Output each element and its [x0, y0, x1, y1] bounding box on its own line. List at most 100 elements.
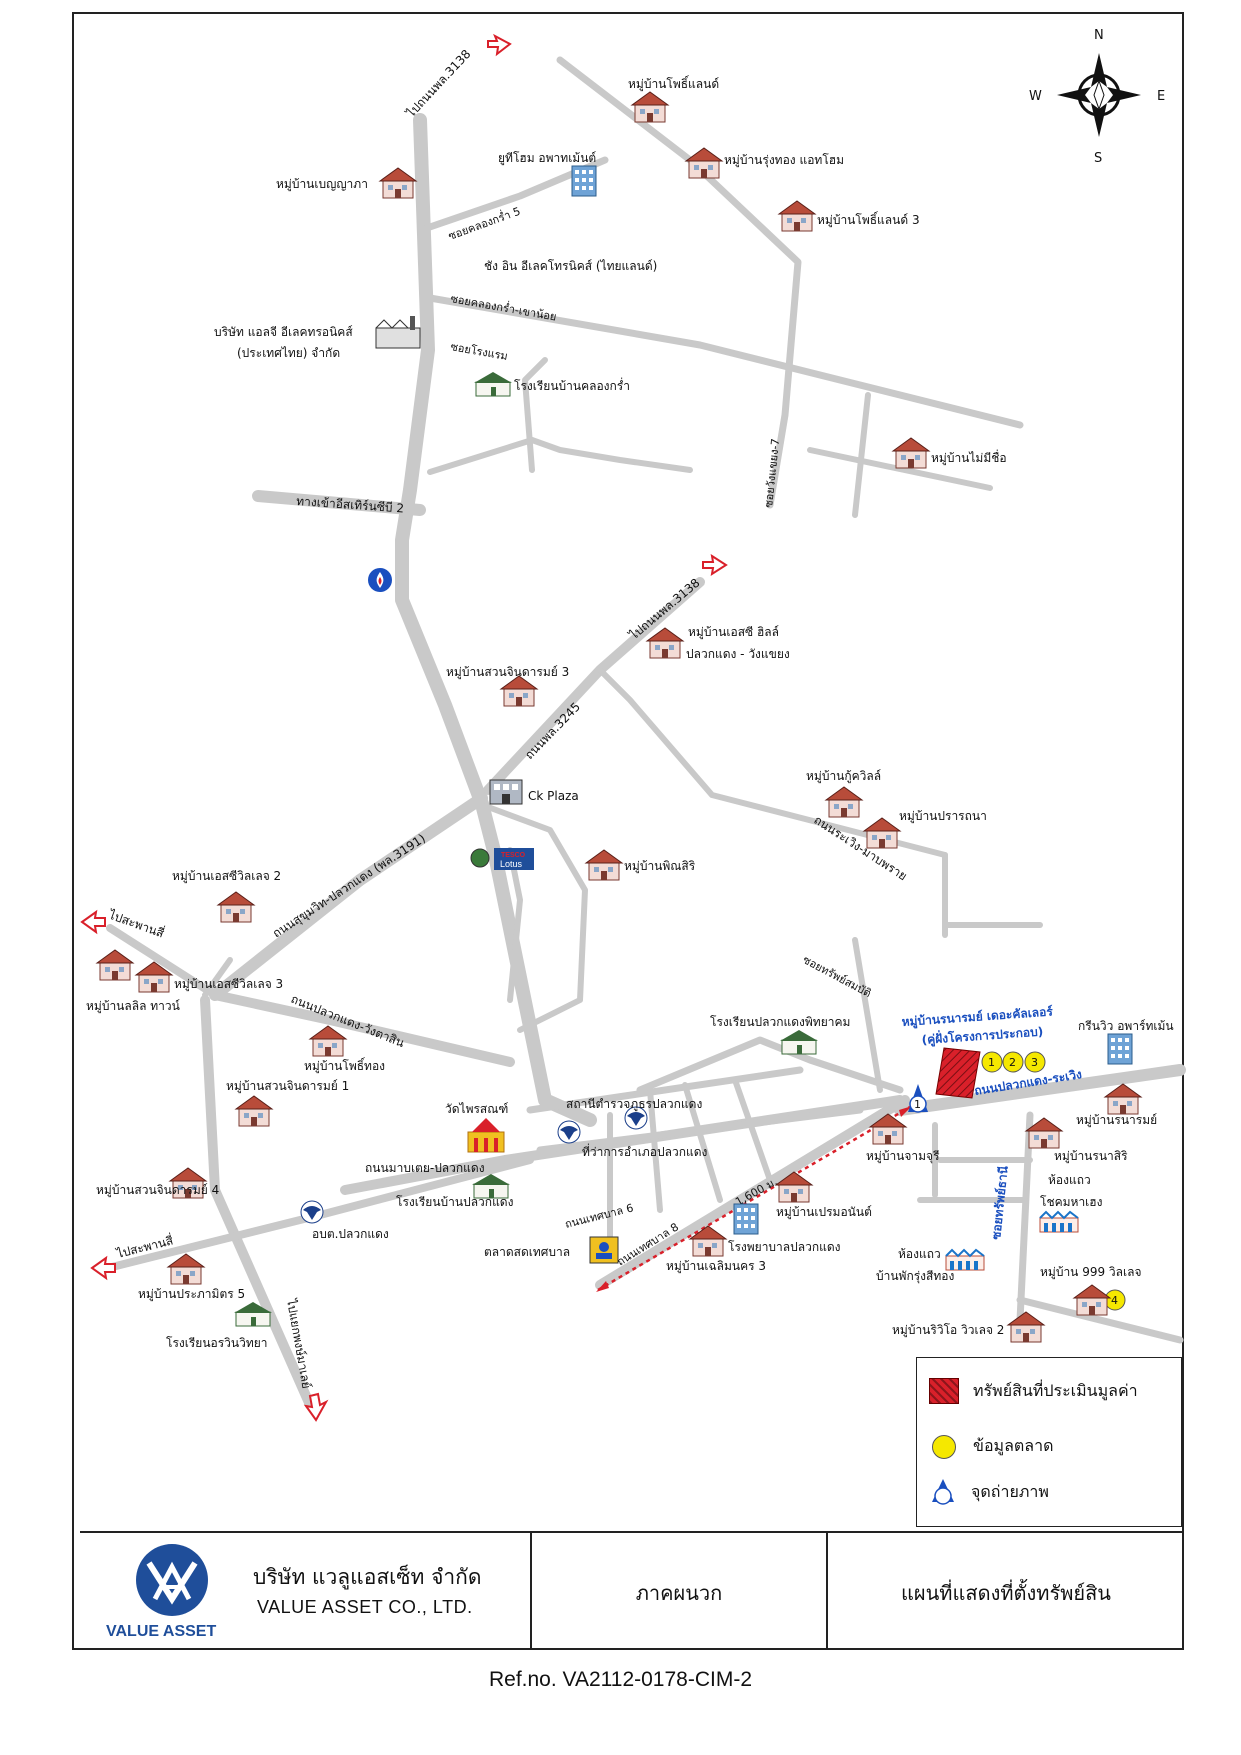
road-soi-sapthanee	[1016, 1111, 1034, 1324]
compass-rose: N S E W	[1029, 28, 1165, 166]
market-marker-4: 4	[1111, 1294, 1118, 1307]
lotus-label: Lotus	[500, 859, 523, 869]
road-label-soi-wangkhayaeng7: ซอยวังแขยง-7	[762, 438, 782, 508]
house-icon	[1104, 1083, 1142, 1115]
label-ranasiri: หมู่บ้านรนาสิริ	[1054, 1149, 1128, 1164]
value-asset-logo-icon	[136, 1544, 208, 1616]
hospital-icon	[733, 1203, 759, 1235]
road-west-main	[395, 113, 597, 1127]
road-uhome-north	[556, 56, 802, 509]
label-prattana: หมู่บ้านปรารถนา	[899, 809, 987, 824]
label-greenview: กรีนวิว อพาร์ทเม้น	[1078, 1019, 1174, 1033]
label-ranaramt: หมู่บ้านรนารมย์	[1076, 1113, 1157, 1128]
house-icon	[379, 167, 417, 199]
place-labels: หมู่บ้านโพธิ์แลนด์ ยูทีโฮม อพาทเม้นต์ หม…	[86, 75, 1174, 1350]
photo-point: 1	[908, 1084, 928, 1113]
apartment-icon	[1107, 1033, 1133, 1065]
label-pho-land: หมู่บ้านโพธิ์แลนด์	[628, 75, 719, 92]
market-icon	[589, 1236, 619, 1264]
label-ssc-village3: หมู่บ้านเอสซีวิลเลจ 3	[174, 977, 283, 992]
route-arrows	[80, 33, 728, 1422]
label-pho-land3: หมู่บ้านโพธิ์แลนด์ 3	[817, 211, 920, 228]
market-marker-3-bg	[1024, 1051, 1046, 1073]
road-thesaban8	[595, 1095, 910, 1290]
obt-emblem-icon	[300, 1200, 324, 1224]
road-label-thesaban6: ถนนเทศบาล 6	[564, 1201, 635, 1231]
house-icon	[1073, 1284, 1111, 1316]
label-riviera2: หมู่บ้านริวิโอ วิวเลจ 2	[892, 1323, 1004, 1338]
road-school-branch	[529, 437, 693, 473]
compass-needle	[1091, 53, 1107, 87]
road-town-1	[526, 1066, 804, 1114]
house-icon	[1007, 1311, 1045, 1343]
label-rungthong: หมู่บ้านรุ่งทอง แอทโฮม	[724, 153, 844, 168]
road-town-grid-c	[647, 1087, 663, 1213]
legend-row-market: ข้อมูลตลาด	[932, 1434, 1053, 1459]
road-label-eastern-seaboard2: ทางเข้าอีสเทิร์นซีบี 2	[296, 494, 405, 515]
house-icon	[309, 1025, 347, 1057]
label-ssc-village2: หมู่บ้านเอสซีวิลเลจ 2	[172, 869, 281, 884]
label-suan-jin1: หมู่บ้านสวนจินดารมย์ 1	[226, 1079, 349, 1094]
label-hongtaew2: ห้องแถว	[898, 1247, 941, 1261]
label-wat-phai: วัดไพรสณฑ์	[445, 1102, 508, 1116]
label-ssc-hill-2: ปลวกแดง - วังแขยง	[686, 647, 790, 661]
market-marker-3: 3	[1031, 1056, 1038, 1069]
road-ssc-village	[202, 957, 233, 998]
road-soi-rongraem	[522, 357, 548, 473]
label-premanan: หมู่บ้านเปรมอนันต์	[776, 1205, 872, 1220]
road-soi-sapsomboon	[852, 937, 883, 1093]
label-prapamit5: หมู่บ้านประภามิตร 5	[138, 1287, 245, 1302]
label-bankpak: บ้านพักรุ่งสีทอง	[876, 1269, 954, 1284]
map-icons: TESCO Lotus	[96, 91, 1142, 1343]
label-jamjuree: หมู่บ้านจามจุรี	[866, 1149, 940, 1164]
subject-property	[935, 1047, 981, 1099]
road-town-grid-b	[732, 1077, 773, 1183]
road-label-3245: ถนนพล.3245	[522, 700, 583, 762]
label-school-pluak: โรงเรียนบ้านปลวกแดง	[396, 1195, 513, 1209]
house-icon	[825, 786, 863, 818]
road-no-name	[807, 447, 993, 491]
house-icon	[892, 437, 930, 469]
map-legend: ทรัพย์สินที่ประเมินมูลค่า ข้อมูลตลาด จุด…	[916, 1357, 1182, 1527]
house-icon	[685, 147, 723, 179]
house-icon	[646, 627, 684, 659]
company-name-thai: บริษัท แวลูแอสเซ็ท จำกัด	[253, 1565, 482, 1589]
label-pho-thong: หมู่บ้านโพธิ์ทอง	[304, 1057, 385, 1074]
label-hongtaew1: ห้องแถว	[1048, 1173, 1091, 1187]
road-label-soi-rongraem: ซอยโรงแรม	[449, 339, 509, 363]
fuel-station-icon	[368, 568, 392, 592]
label-suan-jin3: หมู่บ้านสวนจินดารมย์ 3	[446, 665, 569, 680]
market-marker-1-bg	[981, 1051, 1003, 1073]
road-maleng	[200, 995, 315, 1410]
label-school-pittayakom: โรงเรียนปลวกแดงพิทยาคม	[710, 1015, 850, 1029]
road-pinsiri-loop	[477, 801, 588, 1033]
label-chang-in: ชัง อิน อีเลคโทรนิคส์ (ไทยแลนด์)	[484, 259, 657, 273]
subject-parcel	[935, 1047, 981, 1099]
annex-label: ภาคผนวก	[635, 1581, 723, 1605]
label-ssc-hill-1: หมู่บ้านเอสซี ฮิลล์	[688, 625, 779, 640]
temple-icon	[467, 1118, 505, 1153]
legend-subject-label: ทรัพย์สินที่ประเมินมูลค่า	[973, 1380, 1138, 1400]
label-chalermnakhon3: หมู่บ้านเฉลิมนคร 3	[666, 1259, 766, 1274]
market-marker-2-bg	[1002, 1051, 1024, 1073]
map-frame	[72, 12, 1184, 1650]
tesco-label: TESCO	[501, 852, 526, 859]
label-lg-1: บริษัท แอลจี อีเลคทรอนิคส์	[214, 325, 353, 339]
road-east-south	[1016, 1296, 1184, 1344]
label-uhome: ยูทีโฮม อพาทเม้นต์	[498, 151, 596, 166]
road-label-maptaput-pluak: ถนนมาบเตย-ปลวกแดง	[365, 1161, 485, 1175]
house-icon	[863, 817, 901, 849]
label-hospital: โรงพยาบาลปลวกแดง	[728, 1240, 841, 1254]
legend-row-subject: ทรัพย์สินที่ประเมินมูลค่า	[929, 1378, 1138, 1404]
factory-icon	[375, 316, 421, 349]
label-no-name: หมู่บ้านไม่มีชื่อ	[931, 449, 1007, 466]
label-benyapa: หมู่บ้านเบญญาภา	[276, 177, 368, 192]
compass-e: E	[1157, 89, 1165, 104]
title-block: VALUE ASSET บริษัท แวลูแอสเซ็ท จำกัด VAL…	[80, 1531, 1184, 1648]
photo-point-legend-icon	[932, 1479, 954, 1505]
market-markers: 1 2 3 4	[981, 1051, 1126, 1311]
arrow-to-maleng	[303, 1392, 329, 1422]
house-icon	[96, 949, 134, 981]
label-market: ตลาดสดเทศบาล	[484, 1245, 570, 1259]
